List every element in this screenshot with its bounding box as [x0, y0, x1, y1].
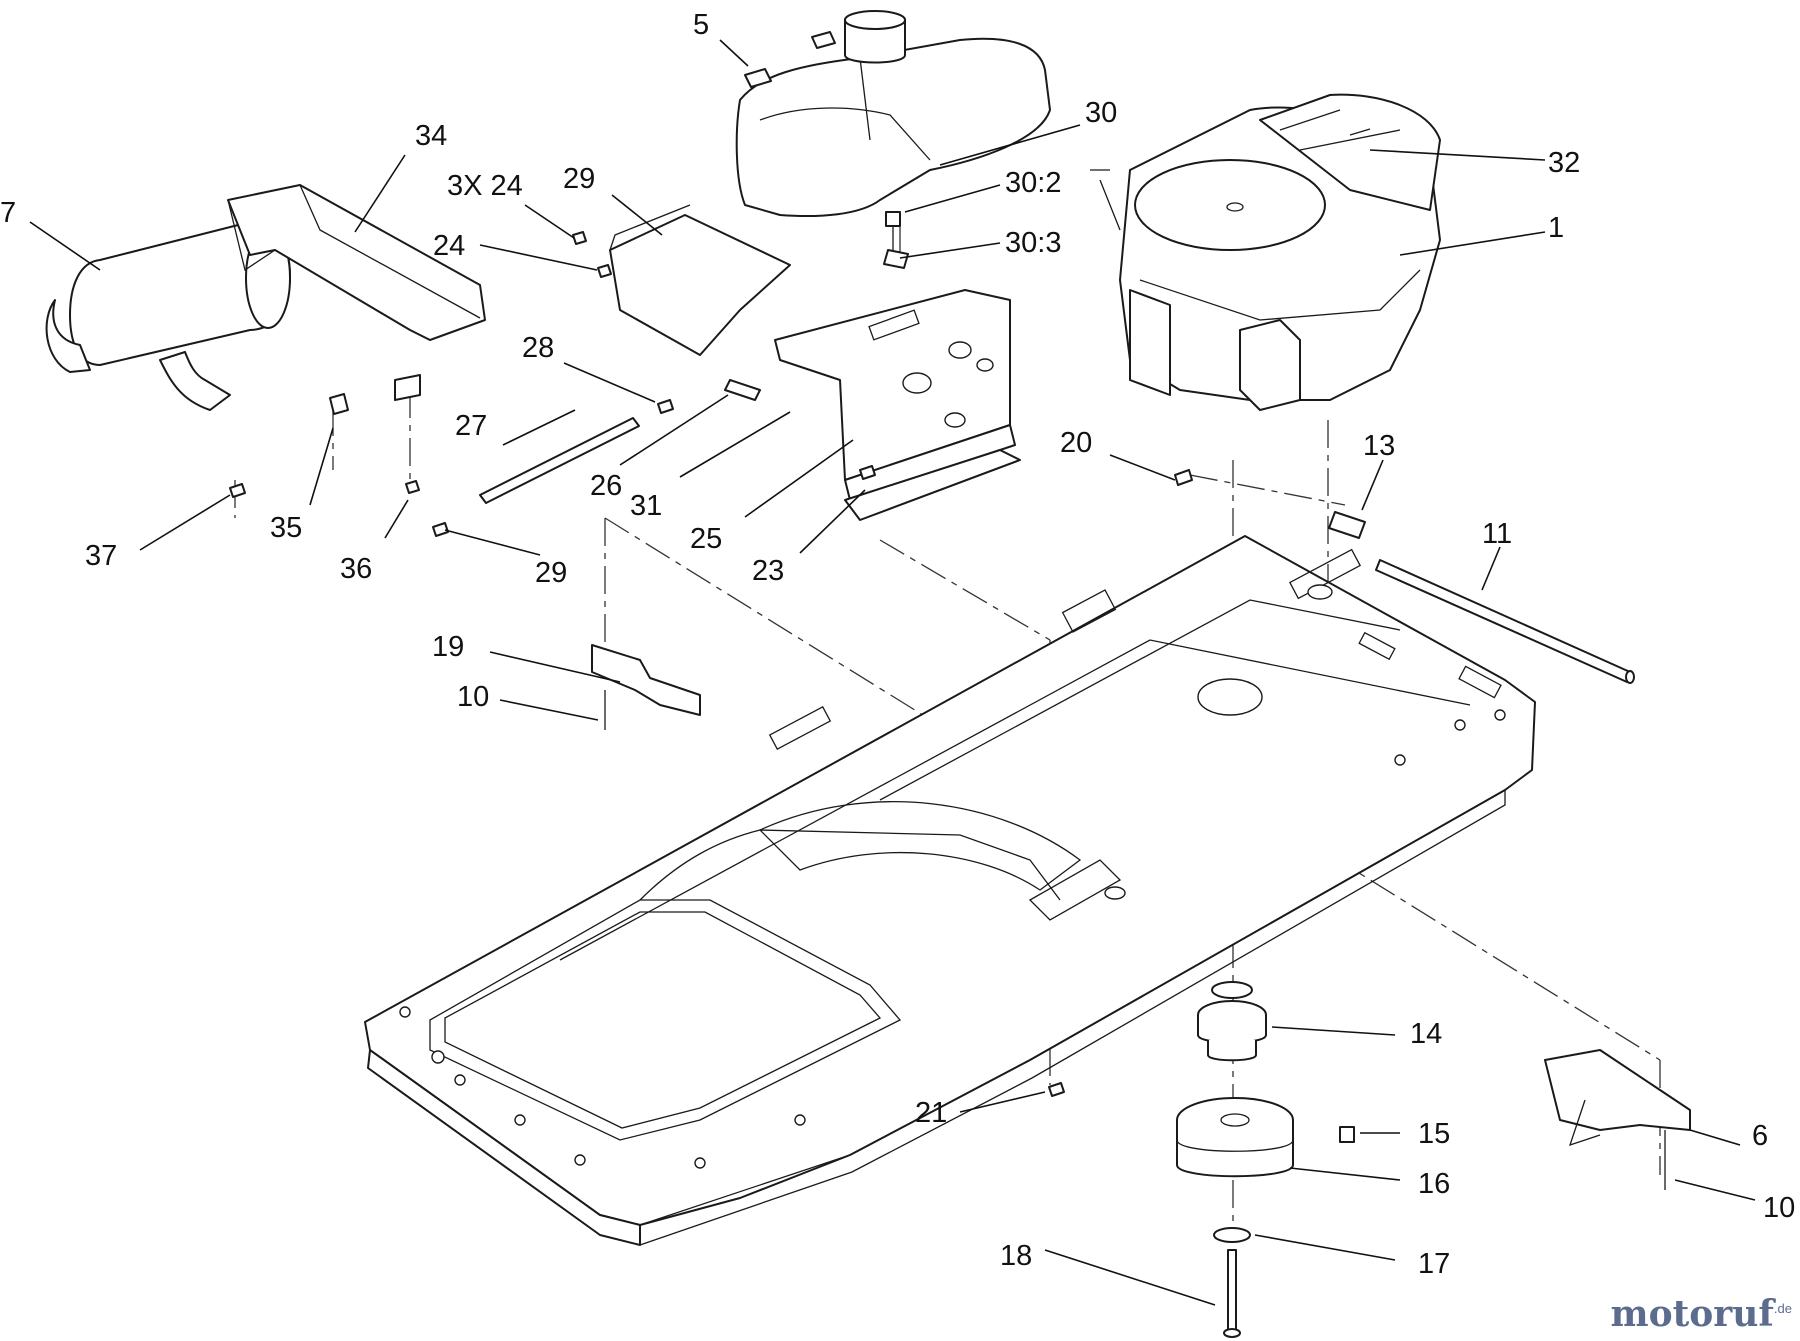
- callout-34: 34: [415, 120, 447, 152]
- heat-shield: [609, 204, 791, 356]
- engine: [1090, 93, 1441, 411]
- watermark-suffix: .de: [1773, 1301, 1792, 1316]
- callout-3x24: 3X 24: [447, 170, 523, 202]
- callout-18: 18: [1000, 1240, 1032, 1272]
- callout-11: 11: [1482, 518, 1512, 550]
- muffler-guard: [227, 184, 486, 401]
- leader-lines: [29, 39, 1756, 1306]
- callout-35: 35: [270, 512, 302, 544]
- pulley-assembly: [1176, 981, 1355, 1338]
- engine-mount-plate: [774, 289, 1021, 521]
- callout-25: 25: [690, 523, 722, 555]
- watermark-brand: motoruf: [1610, 1293, 1774, 1335]
- callout-30: 30: [1085, 97, 1117, 129]
- callout-16: 16: [1418, 1168, 1450, 1200]
- callout-labels: 5 30 30:2 30:3 32 1 7 34 3X 24 29 24 28 …: [0, 9, 1795, 1280]
- callout-26: 26: [590, 470, 622, 502]
- callout-20: 20: [1060, 427, 1092, 459]
- callout-29-bottom: 29: [535, 557, 567, 589]
- callout-31: 31: [630, 490, 662, 522]
- callout-36: 36: [340, 553, 372, 585]
- callout-30-3: 30:3: [1005, 227, 1061, 259]
- callout-29-top: 28: [522, 332, 554, 364]
- callout-7: 7: [0, 197, 16, 229]
- callout-24: 24: [433, 230, 465, 262]
- callout-17: 17: [1418, 1248, 1450, 1280]
- callout-27: 29: [563, 163, 595, 195]
- callout-32: 32: [1548, 147, 1580, 179]
- callout-30-2: 30:2: [1005, 167, 1061, 199]
- callout-1: 1: [1548, 212, 1564, 244]
- callout-19: 19: [432, 631, 464, 663]
- callout-14: 14: [1410, 1018, 1442, 1050]
- hardware: [229, 231, 1635, 1097]
- callout-5: 5: [693, 9, 709, 41]
- callout-37: 37: [85, 540, 117, 572]
- callout-10-left: 10: [457, 681, 489, 713]
- callout-15: 15: [1418, 1118, 1450, 1150]
- callout-6: 6: [1752, 1120, 1768, 1152]
- callout-21: 21: [915, 1097, 947, 1129]
- frame: [364, 535, 1536, 1246]
- callout-13: 13: [1363, 430, 1395, 462]
- callout-10-right: 10: [1763, 1192, 1795, 1224]
- fuel-tank: [735, 10, 1051, 269]
- watermark-logo: motoruf.de: [1611, 1293, 1792, 1335]
- callout-28: 27: [455, 410, 487, 442]
- callout-23: 23: [752, 555, 784, 587]
- brackets: [591, 644, 1691, 1190]
